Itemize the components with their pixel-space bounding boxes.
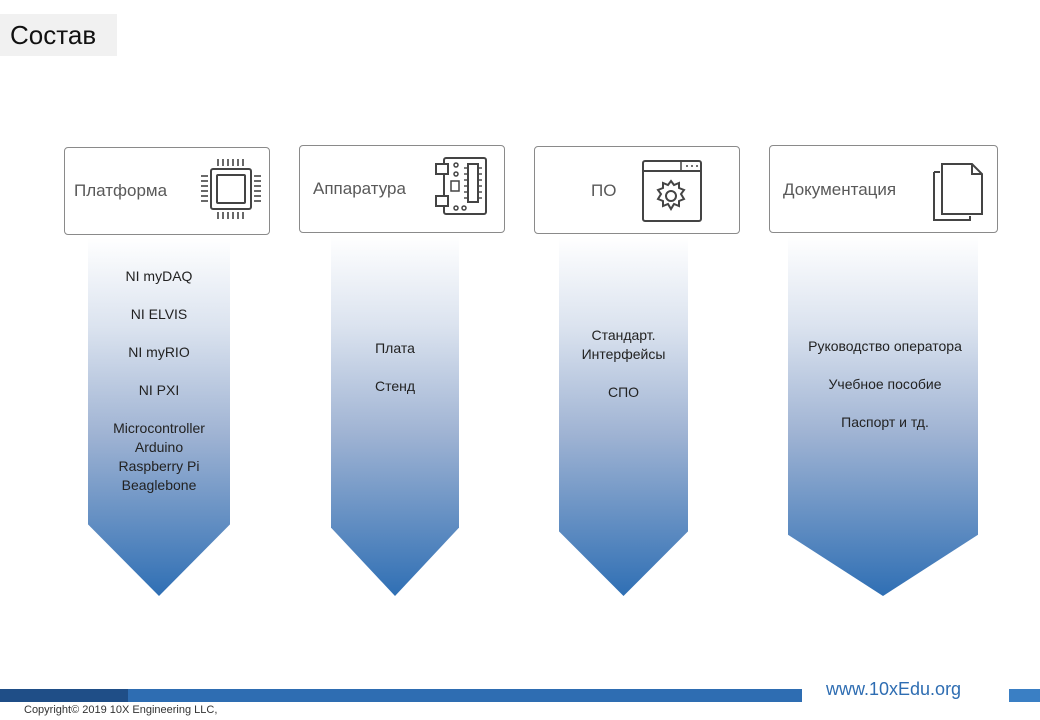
list-item: Руководство оператора — [808, 338, 962, 354]
circuit-board-icon — [435, 157, 487, 215]
chip-icon — [201, 159, 261, 219]
list-item: Учебное пособие — [828, 376, 942, 392]
documents-icon — [933, 163, 983, 221]
list-item: NI myRIO — [128, 344, 190, 360]
website-link[interactable]: www.10xEdu.org — [826, 679, 962, 699]
arrow-hardware — [331, 236, 459, 596]
arrow-documentation — [788, 236, 978, 596]
arrow-platform — [88, 238, 230, 596]
slide-title: Состав — [0, 14, 117, 56]
arrow-software — [559, 237, 688, 596]
card-platform: Платформа — [64, 147, 270, 235]
card-hardware: Аппаратура — [299, 145, 505, 233]
card-software: ПО — [534, 146, 740, 234]
footer-accent-square — [1009, 689, 1040, 702]
card-platform-label: Платформа — [74, 181, 168, 200]
list-item: Плата — [375, 340, 415, 356]
list-item: NI ELVIS — [130, 306, 188, 322]
footer-bar — [128, 689, 802, 702]
list-item: Стенд — [374, 378, 416, 394]
arrow-hardware-list: Плата Стенд — [331, 339, 459, 396]
settings-window-icon — [642, 160, 702, 222]
list-item: NI myDAQ — [125, 268, 193, 284]
list-item: NI PXI — [138, 382, 180, 398]
arrow-software-list: Стандарт. Интерфейсы СПО — [559, 326, 688, 402]
list-item: Microcontroller Arduino Raspberry Pi Bea… — [113, 420, 205, 493]
copyright-text: Copyright© 2019 10X Engineering LLC, — [24, 704, 218, 716]
card-documentation-label: Документация — [783, 180, 897, 199]
card-documentation: Документация — [769, 145, 998, 233]
card-software-label: ПО — [591, 181, 617, 200]
list-item: Стандарт. Интерфейсы — [581, 327, 666, 362]
list-item: Паспорт и тд. — [841, 414, 929, 430]
arrow-platform-list: NI myDAQ NI ELVIS NI myRIO NI PXI Microc… — [88, 267, 230, 495]
footer-bar-dark — [0, 689, 128, 702]
list-item: СПО — [607, 384, 640, 400]
arrow-documentation-list: Руководство оператора Учебное пособие Па… — [788, 337, 982, 432]
card-hardware-label: Аппаратура — [313, 179, 406, 198]
